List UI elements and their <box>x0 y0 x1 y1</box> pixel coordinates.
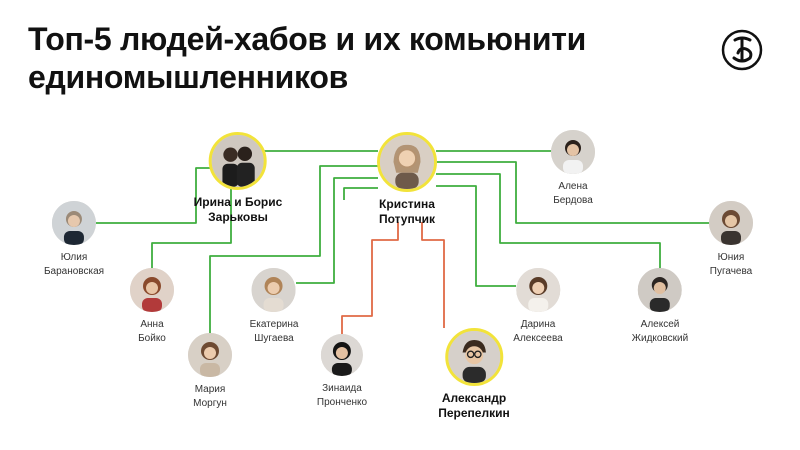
person-name: Алена Бердова <box>553 181 593 206</box>
person-name: Алексей Жидковский <box>631 319 689 344</box>
link-kristina-aleksei <box>436 173 661 268</box>
link-kristina-irina-lower <box>343 187 378 200</box>
avatar <box>130 268 174 312</box>
person-irina-boris: Ирина и Борис Зарьковы <box>193 132 283 225</box>
link-irina-yulia <box>96 167 214 224</box>
seal-logo-icon <box>721 29 763 71</box>
person-name: Юния Пугачева <box>709 252 753 277</box>
person-name: Юлия Барановская <box>43 252 105 277</box>
link-kristina-ekaterina <box>296 177 378 284</box>
person-name: Ирина и Борис Зарьковы <box>193 195 283 224</box>
person-name: Александр Перепелкин <box>438 391 510 420</box>
person-alena: Алена Бердова <box>551 130 595 208</box>
person-aleksei: Алексей Жидковский <box>632 268 688 346</box>
person-name: Кристина Потупчик <box>378 197 436 226</box>
person-zinaida: Зинаида Пронченко <box>317 334 367 410</box>
person-maria: Мария Моргун <box>188 333 232 411</box>
person-kristina: Кристина Потупчик <box>377 132 437 227</box>
link-kristina-zinaida <box>341 222 399 334</box>
person-yunia: Юния Пугачева <box>709 201 753 279</box>
link-irina-anna <box>151 189 232 268</box>
person-yulia-baranovskaya: Юлия Барановская <box>44 201 104 279</box>
avatar <box>51 201 96 245</box>
person-name: Екатерина Шугаева <box>249 319 299 344</box>
person-aleksandr: Александр Перепелкин <box>438 328 510 421</box>
avatar <box>188 333 232 377</box>
link-kristina-aleksandr <box>421 222 445 328</box>
avatar <box>709 201 753 245</box>
link-kristina-darina <box>436 185 516 287</box>
person-name: Анна Бойко <box>138 319 166 344</box>
avatar <box>208 132 267 190</box>
avatar <box>444 328 503 386</box>
avatar <box>321 334 363 376</box>
link-kristina-yunia <box>436 161 710 224</box>
page-title: Топ-5 людей-хабов и их комьюнити единомы… <box>28 21 586 95</box>
link-kristina-maria <box>209 165 378 333</box>
avatar <box>637 268 682 312</box>
person-ekaterina: Екатерина Шугаева <box>249 268 299 346</box>
person-name: Мария Моргун <box>193 384 227 409</box>
avatar <box>551 130 595 174</box>
person-name: Зинаида Пронченко <box>316 383 368 408</box>
person-name: Дарина Алексеева <box>513 319 563 344</box>
avatar <box>377 132 437 192</box>
avatar <box>515 268 560 312</box>
avatar <box>252 268 296 312</box>
person-darina: Дарина Алексеева <box>513 268 563 346</box>
person-anna: Анна Бойко <box>130 268 174 346</box>
